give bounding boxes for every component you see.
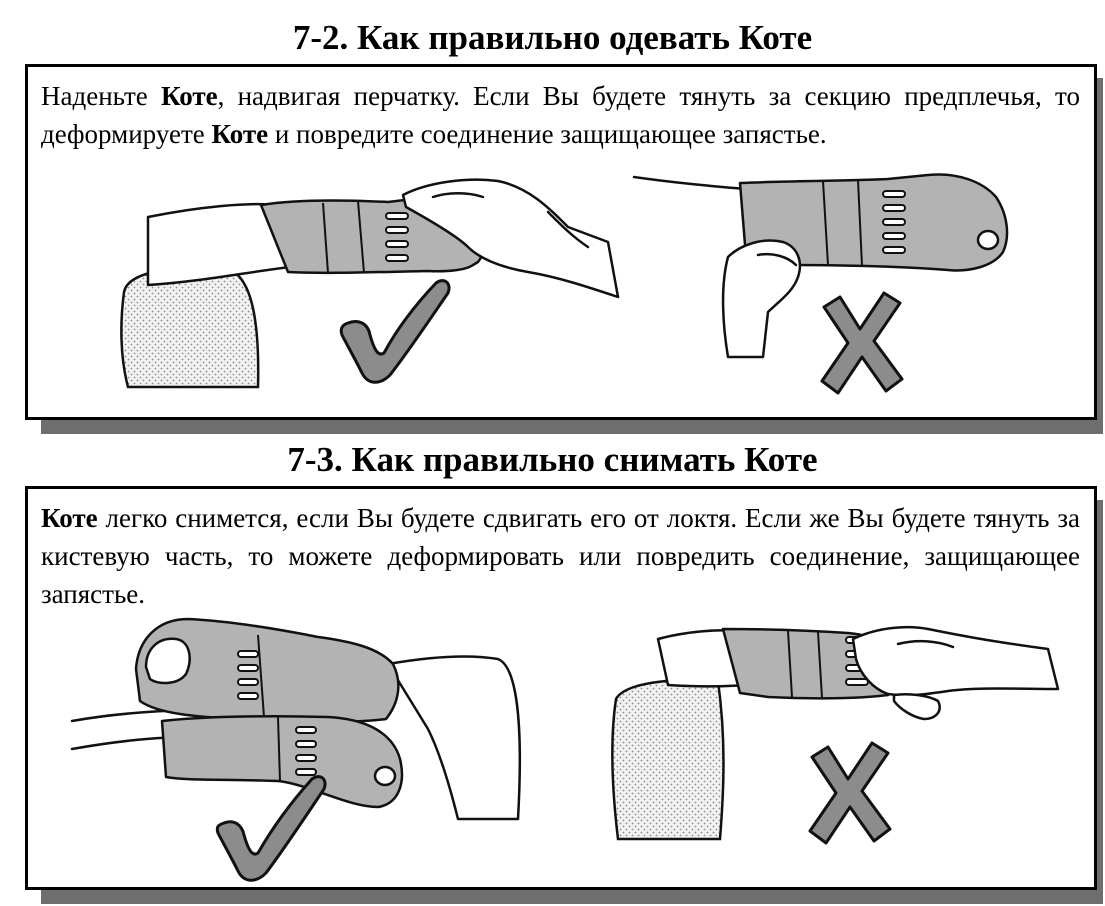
section-title-putting-on: 7-2. Как правильно одевать Коте (292, 18, 813, 57)
checkmark-icon (215, 775, 327, 882)
illustration-correct-taking-off (70, 617, 1060, 882)
checkmark-icon (339, 279, 451, 384)
panel-frame: Коте легко снимется, если Вы будете сдви… (25, 486, 1097, 890)
illustration-correct-putting-on (120, 173, 1009, 395)
cross-icon (808, 741, 892, 845)
panel-frame: Наденьте Коте, надвигая перчатку. Если В… (25, 64, 1097, 420)
cross-icon (820, 291, 904, 395)
instruction-text-taking-off: Коте легко снимется, если Вы будете сдви… (41, 503, 1080, 609)
panel-taking-off: Коте легко снимется, если Вы будете сдви… (25, 486, 1105, 906)
panel-putting-on: Наденьте Коте, надвигая перчатку. Если В… (25, 64, 1105, 436)
instruction-text-putting-on: Наденьте Коте, надвигая перчатку. Если В… (41, 81, 1080, 149)
section-title-taking-off: 7-3. Как правильно снимать Коте (287, 440, 818, 479)
